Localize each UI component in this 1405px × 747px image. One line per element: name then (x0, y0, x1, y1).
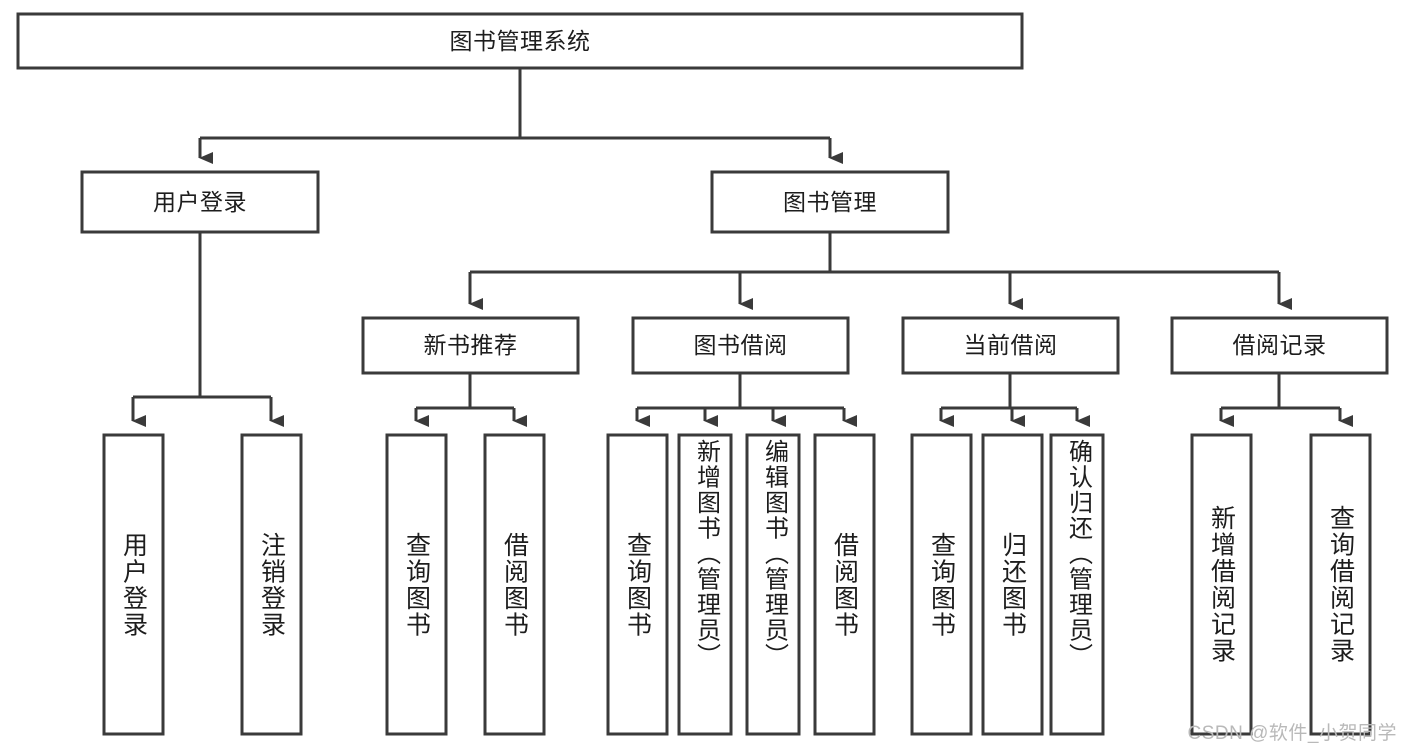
node-box-leaf-query-book-2[interactable] (606, 433, 669, 736)
node-box-leaf-query-book-1[interactable] (385, 433, 448, 736)
node-box-book-manage[interactable] (710, 170, 950, 234)
node-box-leaf-borrow-book-1[interactable] (483, 433, 546, 736)
node-box-borrow-record[interactable] (1170, 316, 1389, 375)
watermark-text: CSDN @软件_小贺同学 (1187, 723, 1397, 744)
node-box-leaf-edit-book[interactable] (745, 433, 801, 736)
node-box-leaf-query-book-3[interactable] (910, 433, 973, 736)
node-box-leaf-query-record[interactable] (1309, 433, 1372, 736)
node-box-current-borrow[interactable] (901, 316, 1120, 375)
node-box-leaf-add-record[interactable] (1190, 433, 1253, 736)
node-box-leaf-add-book[interactable] (677, 433, 733, 736)
node-box-new-book-rec[interactable] (361, 316, 580, 375)
node-box-leaf-logout[interactable] (240, 433, 303, 736)
node-box-leaf-confirm-return[interactable] (1049, 433, 1105, 736)
node-box-leaf-user-login[interactable] (102, 433, 165, 736)
node-box-root[interactable] (16, 12, 1024, 70)
node-box-leaf-return-book[interactable] (981, 433, 1044, 736)
node-box-user-login[interactable] (80, 170, 320, 234)
node-box-book-borrow[interactable] (631, 316, 850, 375)
node-box-leaf-borrow-book-2[interactable] (813, 433, 876, 736)
